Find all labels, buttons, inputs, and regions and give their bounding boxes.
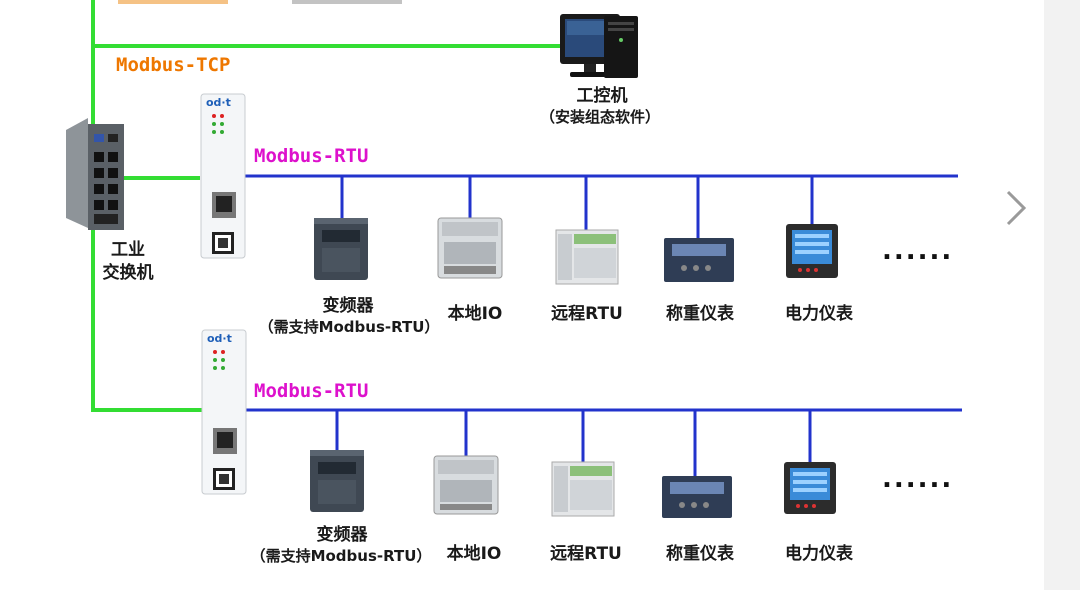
device-label-power-bottom: 电力仪表 <box>785 544 853 564</box>
modbus-rtu-label-top: Modbus-RTU <box>254 145 369 167</box>
device-label-io-bottom: 本地IO <box>446 544 502 564</box>
device-note-inverter-top: （需支持Modbus-RTU） <box>258 318 440 336</box>
gateway-icon <box>201 329 247 495</box>
chevron-right-icon <box>1006 190 1027 226</box>
more-devices-bottom: ...... <box>882 464 954 494</box>
cropped-header-fragment <box>118 0 402 4</box>
desktop-pc-icon <box>560 14 638 78</box>
next-image-button[interactable] <box>996 186 1036 230</box>
weighing-meter-icon <box>662 476 732 518</box>
gateway-brand-bottom: od·t <box>207 332 232 345</box>
device-label-weighing-top: 称重仪表 <box>666 304 734 324</box>
inverter-icon <box>310 450 364 512</box>
switch-label-line1: 工业 <box>111 240 145 260</box>
weighing-meter-icon <box>664 238 734 282</box>
device-label-rtu-bottom: 远程RTU <box>550 544 622 564</box>
gateway-icon <box>200 93 246 259</box>
device-label-inverter-bottom: 变频器 <box>316 525 368 545</box>
device-note-inverter-bottom: （需支持Modbus-RTU） <box>250 547 432 565</box>
modbus-tcp-label: Modbus-TCP <box>116 54 231 76</box>
device-label-rtu-top: 远程RTU <box>551 304 623 324</box>
device-label-inverter-top: 变频器 <box>322 296 374 316</box>
power-meter-icon <box>786 224 838 278</box>
remote-rtu-icon <box>551 461 615 517</box>
pc-note: （安装组态软件） <box>539 108 661 126</box>
power-meter-icon <box>784 462 836 514</box>
switch-label-line2: 交换机 <box>102 263 154 283</box>
device-label-power-top: 电力仪表 <box>785 304 853 324</box>
gateway-brand-top: od·t <box>206 96 231 109</box>
industrial-switch-icon <box>66 118 124 230</box>
modbus-rtu-label-bottom: Modbus-RTU <box>254 380 369 402</box>
device-label-weighing-bottom: 称重仪表 <box>666 544 734 564</box>
device-label-io-top: 本地IO <box>447 304 503 324</box>
io-module-icon <box>433 455 499 515</box>
rs485-lines <box>245 174 962 476</box>
pc-label: 工控机 <box>576 86 628 106</box>
side-panel <box>1044 0 1080 590</box>
more-devices-top: ...... <box>882 236 954 266</box>
inverter-icon <box>314 218 368 280</box>
io-module-icon <box>437 217 503 279</box>
remote-rtu-icon <box>555 229 619 285</box>
